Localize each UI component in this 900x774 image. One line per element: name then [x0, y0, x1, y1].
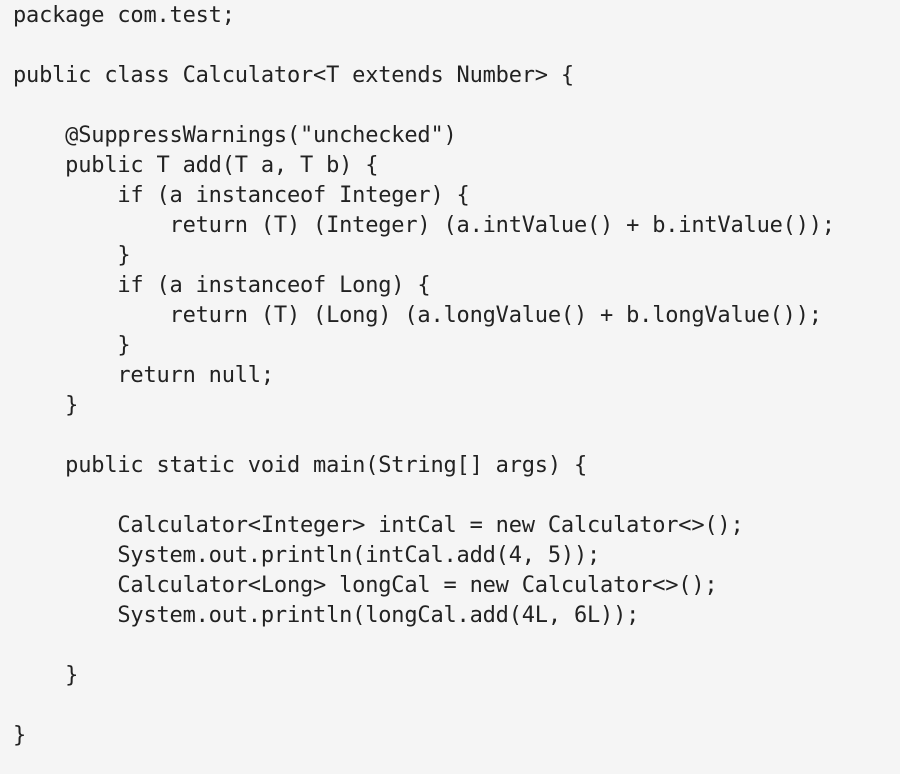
code-line: public T add(T a, T b) {: [13, 153, 379, 178]
code-line: Calculator<Long> longCal = new Calculato…: [13, 573, 718, 598]
code-line: [13, 631, 900, 661]
code-line: }: [13, 723, 27, 748]
code-line: System.out.println(longCal.add(4L, 6L));: [13, 603, 640, 628]
code-line: }: [13, 393, 79, 418]
code-line: Calculator<Integer> intCal = new Calcula…: [13, 513, 744, 538]
code-line: if (a instanceof Integer) {: [13, 183, 470, 208]
code-line: public static void main(String[] args) {: [13, 453, 587, 478]
code-line: [13, 421, 900, 451]
code-line: [13, 91, 900, 121]
code-line: }: [13, 333, 131, 358]
code-line: return null;: [13, 363, 274, 388]
code-line: return (T) (Integer) (a.intValue() + b.i…: [13, 213, 836, 238]
code-line: [13, 691, 900, 721]
code-line: }: [13, 243, 131, 268]
code-line: public class Calculator<T extends Number…: [13, 63, 574, 88]
code-line: package com.test;: [13, 3, 235, 28]
code-line: }: [13, 663, 79, 688]
code-line: [13, 31, 900, 61]
code-line: if (a instanceof Long) {: [13, 273, 431, 298]
code-lines: package com.test; public class Calculato…: [13, 1, 900, 751]
code-line: @SuppressWarnings("unchecked"): [13, 123, 457, 148]
code-line: return (T) (Long) (a.longValue() + b.lon…: [13, 303, 822, 328]
code-line: [13, 481, 900, 511]
code-line: System.out.println(intCal.add(4, 5));: [13, 543, 601, 568]
